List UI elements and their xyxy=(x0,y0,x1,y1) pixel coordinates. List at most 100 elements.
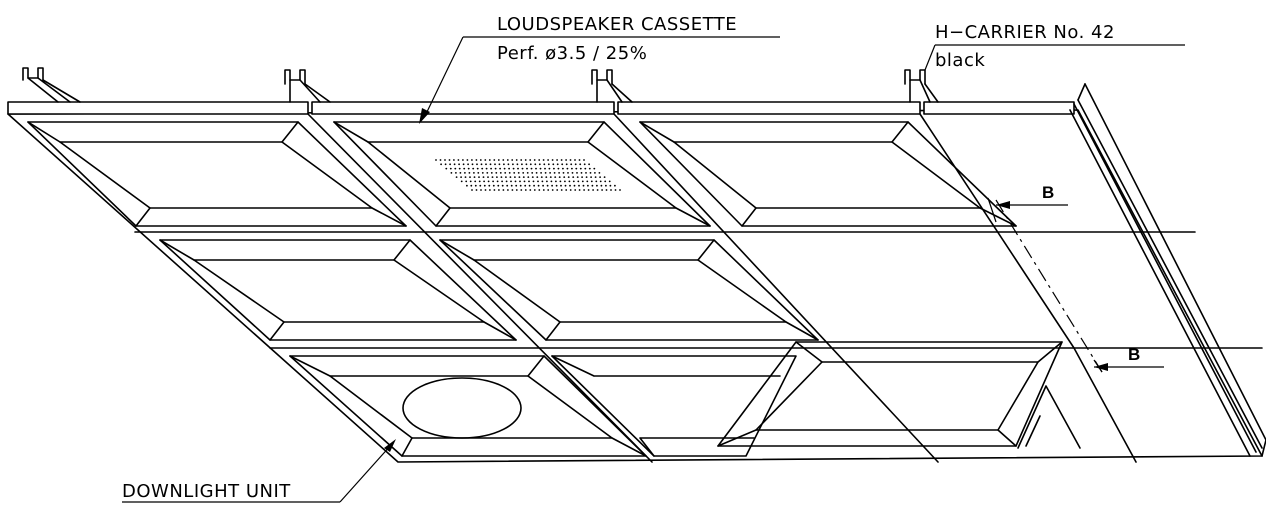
perforation-dot xyxy=(482,176,485,179)
hanger-1 xyxy=(22,67,81,103)
perforation-dot xyxy=(494,163,496,166)
perforation-dot xyxy=(484,189,487,191)
perforation-dot xyxy=(577,180,580,183)
perforation-dot xyxy=(544,172,547,174)
perforation-dot xyxy=(599,180,602,183)
perforation-dot xyxy=(551,159,554,161)
carrier-title: H−CARRIER No. 42 xyxy=(935,22,1115,43)
perforation-dot xyxy=(590,180,593,183)
perforation-dot xyxy=(552,163,555,166)
loudspeaker-perforation: Perf. ø3.5 / 25% xyxy=(497,43,647,64)
perforation-dot xyxy=(605,189,608,191)
perforation-dot xyxy=(549,172,551,174)
perforation-dot xyxy=(499,167,501,170)
perforation-dot xyxy=(507,189,509,191)
perforation-dot xyxy=(579,163,582,166)
perforation-dot xyxy=(572,180,575,183)
perforation-dot xyxy=(473,176,476,179)
perforation-dot xyxy=(603,176,606,179)
perforation-dot xyxy=(564,184,567,187)
perforation-dot xyxy=(558,176,561,179)
perforation-dot xyxy=(554,176,557,179)
perforation-dot xyxy=(508,172,511,174)
perforation-dot xyxy=(490,167,492,170)
perforation-dot xyxy=(481,167,484,170)
perforation-dot xyxy=(535,172,538,174)
perforation-dot xyxy=(488,184,491,187)
perforation-dot xyxy=(474,180,477,183)
perforation-dot xyxy=(492,180,494,183)
perforation-dot xyxy=(487,176,489,179)
perforation-dot xyxy=(560,159,563,161)
perforation-dot xyxy=(569,159,572,161)
perforation-dot xyxy=(555,180,557,183)
perforation-dot xyxy=(537,184,540,187)
perforation-dot xyxy=(505,176,507,179)
perforation-dot xyxy=(509,176,512,179)
perforation-dot xyxy=(531,176,534,179)
perforation-dot xyxy=(481,172,484,174)
perforation-dot xyxy=(591,184,594,187)
perforation-dot xyxy=(533,159,536,161)
perforation-dot xyxy=(472,167,475,170)
perforation-dot xyxy=(527,176,530,179)
perforation-dot xyxy=(525,163,528,166)
perforation-dot xyxy=(541,180,544,183)
perforation-dot xyxy=(467,163,469,166)
perforation-dot xyxy=(453,163,456,166)
perforation-dot xyxy=(524,189,527,191)
perforation-dot xyxy=(535,167,537,170)
perforation-dot xyxy=(544,167,546,170)
perforation-dot xyxy=(578,184,580,187)
perforation-dot xyxy=(583,159,585,161)
perforation-dot xyxy=(489,163,492,166)
panel-row3-col3-displaced xyxy=(717,341,1063,447)
perforation-dot xyxy=(529,163,532,166)
perforation-dot xyxy=(466,159,469,161)
carrier-rails xyxy=(7,101,1075,115)
perforation-dot xyxy=(497,159,500,161)
perforation-dot xyxy=(572,176,575,179)
perforation-dot xyxy=(574,163,577,166)
perforation-dot xyxy=(499,172,502,174)
perforation-dot xyxy=(512,163,514,166)
perforation-dot xyxy=(469,176,471,179)
perforation-dot xyxy=(470,184,473,187)
panel-row3-col1-downlight xyxy=(289,355,647,457)
perforation-dot xyxy=(471,163,474,166)
perforation-dot xyxy=(453,159,455,161)
perforation-dot xyxy=(574,189,577,191)
section-line-bb xyxy=(987,197,1164,373)
perforation-dot xyxy=(522,176,525,179)
perforation-dot xyxy=(531,172,534,174)
perforation-dot xyxy=(519,184,522,187)
perforation-dot xyxy=(466,184,468,187)
perforation-dot xyxy=(501,180,503,183)
perforation-dot xyxy=(485,167,488,170)
perforation-dot xyxy=(604,180,607,183)
perforation-dot xyxy=(492,184,495,187)
perforation-dot xyxy=(454,167,457,170)
perforation-dot xyxy=(579,167,582,170)
perforation-dot xyxy=(474,184,477,187)
perforation-dot xyxy=(546,180,548,183)
perforation-dot xyxy=(458,163,460,166)
panel-row1-col2-loudspeaker xyxy=(333,121,711,227)
perforation-dot xyxy=(582,184,585,187)
perforation-dot xyxy=(547,189,550,191)
perforation-dot xyxy=(462,163,465,166)
perforation-dot xyxy=(574,159,576,161)
perforation-dot xyxy=(560,184,562,187)
perforation-dot xyxy=(539,167,542,170)
perforation-dot xyxy=(513,172,516,174)
perforation-dot xyxy=(473,172,475,174)
perforation-dot xyxy=(521,167,524,170)
perforation-dot xyxy=(532,180,535,183)
perforation-dot xyxy=(556,163,559,166)
perforation-dot xyxy=(460,176,462,179)
perforation-dot xyxy=(497,184,500,187)
perforation-dot xyxy=(592,189,594,191)
perforation-dot xyxy=(562,167,564,170)
perforation-dot xyxy=(563,176,566,179)
